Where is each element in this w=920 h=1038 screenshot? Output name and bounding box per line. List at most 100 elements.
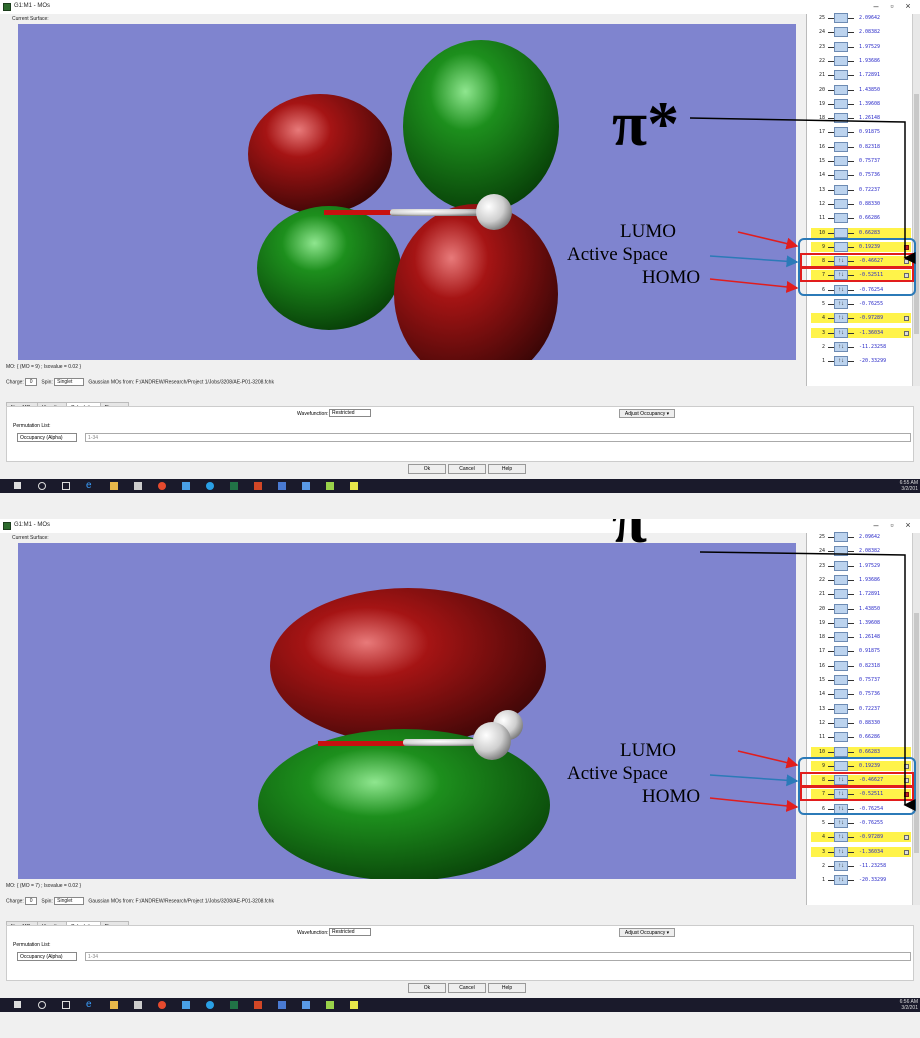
occupancy-box[interactable]: ↑↓	[834, 832, 848, 843]
select-checkbox[interactable]	[904, 792, 909, 798]
occupancy-box[interactable]	[834, 660, 848, 671]
mo-level-row[interactable]: 3↑↓-1.36034	[811, 327, 911, 339]
mo-level-row[interactable]: 6↑↓-0.76254	[811, 803, 911, 815]
minimize-icon[interactable]: –	[873, 1, 879, 11]
cancel-button[interactable]: Cancel	[448, 983, 486, 993]
select-checkbox[interactable]	[904, 259, 909, 265]
occupancy-box[interactable]	[834, 113, 848, 124]
occupancy-box[interactable]	[834, 760, 848, 771]
occupancy-box[interactable]	[834, 198, 848, 209]
store-icon[interactable]	[134, 482, 142, 490]
occupancy-box[interactable]	[834, 675, 848, 685]
mo-level-row[interactable]: 5↑↓-0.76255	[811, 298, 911, 310]
help-button[interactable]: Help	[488, 983, 526, 993]
store-icon[interactable]	[134, 1001, 142, 1009]
occupancy-box[interactable]: ↑↓	[834, 313, 848, 324]
minimize-icon[interactable]: –	[873, 520, 879, 530]
ok-button[interactable]: Ok	[408, 464, 446, 474]
select-checkbox[interactable]	[904, 316, 909, 322]
close-icon[interactable]: ×	[905, 1, 911, 11]
occupancy-box[interactable]	[834, 141, 848, 152]
scroll-thumb[interactable]	[914, 94, 919, 334]
maximize-icon[interactable]: ▫	[890, 1, 894, 11]
occupancy-box[interactable]	[834, 55, 848, 66]
occupancy-box[interactable]	[834, 574, 848, 585]
windows-start-icon[interactable]	[14, 482, 21, 489]
occupancy-box[interactable]	[834, 156, 848, 166]
app-icon-network[interactable]	[278, 1001, 286, 1009]
occupancy-box[interactable]	[834, 13, 848, 23]
occupancy-box[interactable]: ↑↓	[834, 356, 848, 367]
app-icon-green[interactable]	[326, 482, 334, 490]
mo-level-row[interactable]: 1↑↓-20.33299	[811, 874, 911, 886]
occupancy-box[interactable]: ↑↓	[834, 846, 848, 857]
occupancy-box[interactable]	[834, 560, 848, 571]
occupancy-box[interactable]: ↑↓	[834, 270, 848, 281]
occupancy-box[interactable]	[834, 589, 848, 600]
file-explorer-icon[interactable]	[110, 482, 118, 490]
powerpoint-icon[interactable]	[254, 482, 262, 490]
adjust-occupancy-button[interactable]: Adjust Occupancy ▾	[619, 928, 675, 937]
select-checkbox[interactable]	[904, 244, 909, 250]
app-icon-notes[interactable]	[350, 482, 358, 490]
chrome-icon[interactable]	[158, 1001, 166, 1009]
mo-list-scrollbar[interactable]	[912, 533, 920, 905]
occupancy-box[interactable]	[834, 703, 848, 714]
occupancy-box[interactable]: ↑↓	[834, 789, 848, 800]
occupancy-box[interactable]	[834, 27, 848, 38]
charge-input[interactable]: 0	[25, 897, 38, 905]
adjust-occupancy-button[interactable]: Adjust Occupancy ▾	[619, 409, 675, 418]
occupancy-box[interactable]	[834, 717, 848, 728]
app-icon-chem[interactable]	[302, 1001, 310, 1009]
chrome-icon[interactable]	[158, 482, 166, 490]
close-icon[interactable]: ×	[905, 520, 911, 530]
scroll-thumb[interactable]	[914, 613, 919, 853]
occupancy-box[interactable]	[834, 617, 848, 628]
mo-level-row[interactable]: 2↑↓-11.23258	[811, 860, 911, 872]
select-checkbox[interactable]	[904, 273, 909, 279]
occupancy-box[interactable]	[834, 546, 848, 557]
skype-icon[interactable]	[206, 1001, 214, 1009]
mo-level-row[interactable]: 5↑↓-0.76255	[811, 817, 911, 829]
occupancy-box[interactable]: ↑↓	[834, 818, 848, 828]
occupancy-box[interactable]	[834, 732, 848, 743]
wavefunction-select[interactable]: Restricted	[329, 928, 371, 936]
select-checkbox[interactable]	[904, 778, 909, 784]
cancel-button[interactable]: Cancel	[448, 464, 486, 474]
occupancy-box[interactable]: ↑↓	[834, 256, 848, 267]
mo-list-scrollbar[interactable]	[912, 14, 920, 386]
occupancy-box[interactable]	[834, 241, 848, 252]
occupancy-box[interactable]	[834, 532, 848, 542]
task-view-icon[interactable]	[62, 1001, 70, 1009]
occupancy-box[interactable]	[834, 746, 848, 757]
occupancy-box[interactable]	[834, 603, 848, 614]
occupancy-box[interactable]	[834, 213, 848, 224]
mo-level-row[interactable]: 8↑↓-0.46627	[811, 255, 911, 267]
permutation-select[interactable]: Occupancy (Alpha)	[17, 433, 77, 442]
task-view-icon[interactable]	[62, 482, 70, 490]
select-checkbox[interactable]	[904, 330, 909, 336]
occupancy-box[interactable]: ↑↓	[834, 775, 848, 786]
help-button[interactable]: Help	[488, 464, 526, 474]
mo-level-row[interactable]: 7↑↓-0.52511	[811, 788, 911, 800]
mo-level-row[interactable]: 6↑↓-0.76254	[811, 284, 911, 296]
occupancy-box[interactable]	[834, 84, 848, 95]
edge-icon[interactable]: e	[86, 480, 92, 491]
